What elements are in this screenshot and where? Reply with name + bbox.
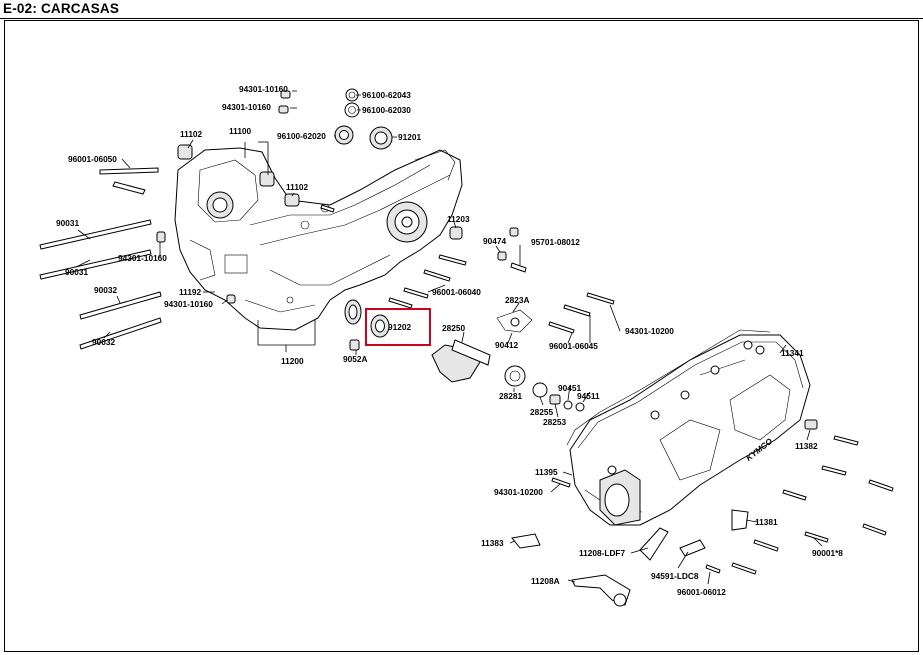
- part-label: 94301-10160: [118, 253, 167, 263]
- part-label: 11208-LDF7: [579, 548, 626, 558]
- part-label: 28255: [530, 407, 553, 417]
- part-label: 96001-06050: [68, 154, 117, 164]
- seal-parts-mid: [344, 299, 390, 351]
- part-label: 91201: [398, 132, 421, 142]
- highlight-box: [365, 308, 431, 346]
- part-label: 11200: [281, 356, 304, 366]
- brackets-bottom: [511, 527, 706, 607]
- part-label: 11102: [180, 129, 203, 139]
- part-label: 96001-06012: [677, 587, 726, 597]
- seals-top: [334, 88, 393, 150]
- part-label: 11341: [781, 348, 804, 358]
- part-label: 90474: [483, 236, 506, 246]
- part-label: 94301-10160: [164, 299, 213, 309]
- part-label: 94301-10200: [625, 326, 674, 336]
- part-label: 90031: [56, 218, 79, 228]
- part-label: 90032: [94, 285, 117, 295]
- part-label: 90001*8: [812, 548, 843, 558]
- part-label: 91202: [388, 322, 411, 332]
- part-label: 28253: [543, 417, 566, 427]
- part-label: 96100-62020: [277, 131, 326, 141]
- part-label: 95701-08012: [531, 237, 580, 247]
- part-label: 11203: [447, 214, 470, 224]
- leader-lines: [75, 90, 823, 585]
- part-label: 96001-06040: [432, 287, 481, 297]
- part-label: 90031: [65, 267, 88, 277]
- page-title: E-02: CARCASAS: [3, 1, 120, 16]
- bolts-right-side: [551, 419, 894, 575]
- part-label: 2823A: [505, 295, 529, 305]
- crankcase-left: [174, 147, 463, 331]
- part-label: 96100-62030: [362, 105, 411, 115]
- part-label: 94591-LDC8: [651, 571, 699, 581]
- part-label: 11382: [795, 441, 818, 451]
- part-label: 28281: [499, 391, 522, 401]
- part-label: 94301-10160: [239, 84, 288, 94]
- part-label: 28250: [442, 323, 465, 333]
- part-label: 96001-06045: [549, 341, 598, 351]
- part-label: 94301-10200: [494, 487, 543, 497]
- part-label: 11381: [755, 517, 778, 527]
- part-label: 94511: [577, 391, 600, 401]
- bolts-middle: [320, 204, 527, 309]
- part-labels: 94301-10160 94301-10160 96100-62043 9610…: [56, 84, 843, 597]
- part-label: 90032: [92, 337, 115, 347]
- title-divider: [0, 18, 923, 19]
- part-label: 9052A: [343, 354, 367, 364]
- part-label: 11208A: [531, 576, 560, 586]
- part-label: 94301-10160: [222, 102, 271, 112]
- part-label: 11102: [286, 182, 309, 192]
- part-label: 11395: [535, 467, 558, 477]
- part-label: 90412: [495, 340, 518, 350]
- studs-left: [39, 167, 162, 350]
- cover-gasket: [566, 329, 771, 446]
- part-label: 11192: [179, 287, 202, 297]
- part-label: 11100: [229, 126, 252, 136]
- diagram-frame: [4, 20, 919, 652]
- part-label: 11383: [481, 538, 504, 548]
- part-label: 90451: [558, 383, 581, 393]
- kick-start-assembly: [431, 309, 585, 412]
- transmission-cover: KYMCO: [569, 334, 811, 526]
- dowel-pins: [156, 90, 463, 304]
- bolts-right-group: [548, 292, 615, 334]
- part-label: 96100-62043: [362, 90, 411, 100]
